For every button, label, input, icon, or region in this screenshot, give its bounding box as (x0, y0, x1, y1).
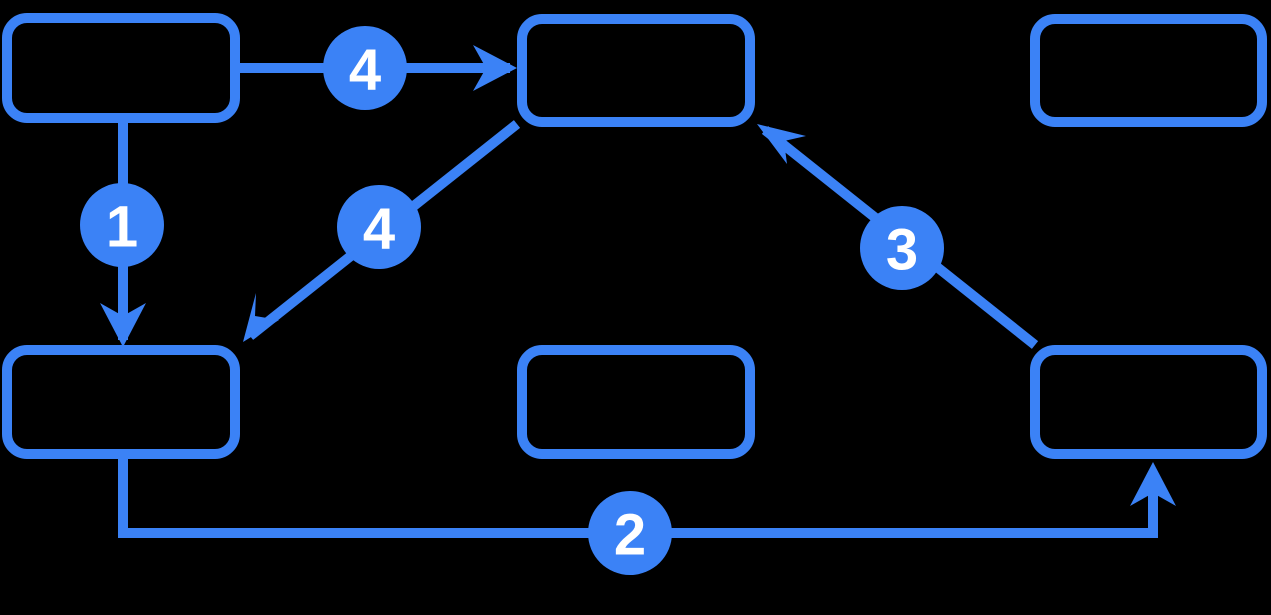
node-top-right[interactable] (1030, 14, 1267, 127)
edge-arrowhead (473, 45, 517, 91)
edge-badge-4[interactable]: 4 (323, 26, 407, 110)
edge-arrowhead (757, 124, 806, 164)
edge-badge-label: 2 (614, 503, 646, 568)
edge-badge-circle[interactable] (588, 491, 672, 575)
edge-arrowhead (100, 303, 146, 347)
edge-badge-1[interactable]: 1 (80, 183, 164, 267)
badges-layer: 1 4 4 3 2 (80, 26, 944, 575)
edge-badge-label: 4 (363, 197, 395, 262)
edge-arrowhead (243, 293, 279, 342)
edge-badge-3[interactable]: 3 (860, 206, 944, 290)
node-bottom-middle[interactable] (517, 345, 755, 459)
edge-badge-label: 1 (106, 195, 138, 260)
node-top-middle[interactable] (517, 14, 755, 127)
edge-badge-circle[interactable] (80, 183, 164, 267)
edge-badge-label: 3 (886, 218, 918, 283)
edge-badge-circle[interactable] (323, 26, 407, 110)
edge-badge-circle[interactable] (337, 185, 421, 269)
edge-badge-circle[interactable] (860, 206, 944, 290)
edge-badge-4[interactable]: 4 (337, 185, 421, 269)
node-bottom-left[interactable] (2, 345, 240, 459)
node-bottom-right[interactable] (1030, 345, 1267, 459)
node-top-left[interactable] (2, 13, 240, 123)
edge-badge-2[interactable]: 2 (588, 491, 672, 575)
edge-arrowhead (1130, 462, 1176, 506)
nodes-layer (2, 13, 1267, 459)
edge-badge-label: 4 (349, 38, 381, 103)
